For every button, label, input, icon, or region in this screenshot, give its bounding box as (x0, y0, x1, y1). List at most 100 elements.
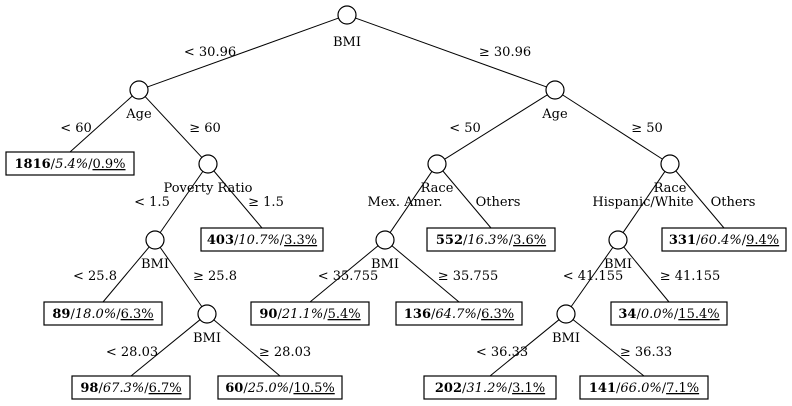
leaf-text-leaf_89: 89/18.0%/6.3% (52, 307, 153, 322)
leaf-text-leaf_90: 90/21.1%/5.4% (259, 307, 360, 322)
node-circle-bmi_a (145, 230, 165, 250)
leaf-separator: / (431, 307, 436, 322)
node-circle-race_r (660, 154, 680, 174)
node-circle-race_l (427, 154, 447, 174)
leaf-count: 90 (259, 307, 277, 322)
leaf-rate: 9.4% (746, 233, 779, 248)
node-circle-age_r (545, 80, 565, 100)
leaf-separator: / (462, 381, 467, 396)
edge-label-e_agel_l: < 60 (60, 121, 92, 136)
edges-layer (69, 17, 725, 377)
leaf-box-leaf_34 (610, 301, 728, 326)
leaf-percent: 18.0% (75, 307, 116, 322)
leaf-separator: / (477, 307, 482, 322)
edge-label-e_ager_l: < 50 (449, 121, 481, 136)
leaf-rate: 7.1% (666, 381, 699, 396)
leaf-percent: 66.0% (620, 381, 661, 396)
edge-line-e_ager_l (444, 94, 548, 160)
leaf-separator: / (51, 157, 56, 172)
leaf-text-leaf_60: 60/25.0%/10.5% (225, 381, 335, 396)
leaf-separator: / (144, 381, 149, 396)
leaf-box-leaf_552 (426, 227, 556, 252)
leaf-box-leaf_141 (579, 375, 709, 400)
leaf-box-leaf_136 (395, 301, 523, 326)
edge-label-e_bmid_l: < 41.155 (563, 269, 624, 284)
leaf-box-leaf_202 (423, 375, 557, 400)
edge-label-e_pov_l: < 1.5 (134, 195, 170, 210)
edge-label-e_bmib_r: ≥ 28.03 (259, 345, 311, 360)
edge-label-e_racer_r: Others (711, 195, 756, 210)
leaf-box-leaf_331 (661, 227, 787, 252)
leaf-percent: 21.1% (281, 307, 323, 322)
leaves-layer: 1816/5.4%/0.9%403/10.7%/3.3%89/18.0%/6.3… (5, 151, 787, 400)
leaf-separator: / (88, 157, 93, 172)
edge-line-e_bmia_l (102, 246, 150, 303)
edge-label-e_racel_r: Others (476, 195, 521, 210)
node-circle-bmi_b (197, 304, 217, 324)
edge-label-e_bmie_r: ≥ 36.33 (620, 345, 672, 360)
leaf-separator: / (289, 381, 294, 396)
edge-label-e_pov_r: ≥ 1.5 (248, 195, 284, 210)
leaf-percent: 60.4% (700, 233, 741, 248)
edge-line-e_racer_r (675, 170, 725, 229)
node-label-bmi_d: BMI (604, 257, 632, 272)
edge-line-e_pov_r (213, 170, 263, 229)
leaf-percent: 31.2% (466, 381, 507, 396)
leaf-text-leaf_331: 331/60.4%/9.4% (669, 233, 779, 248)
leaf-rate: 3.1% (512, 381, 545, 396)
node-label-bmi_c: BMI (371, 257, 399, 272)
node-circle-bmi_e (556, 304, 576, 324)
leaf-count: 98 (80, 381, 98, 396)
leaf-percent: 16.3% (467, 233, 508, 248)
leaf-separator: / (280, 233, 285, 248)
node-circle-age_l (129, 80, 149, 100)
node-label-age_l: Age (125, 107, 152, 122)
edge-label-e_bmid_r: ≥ 41.155 (660, 269, 721, 284)
leaf-box-leaf_403 (200, 227, 324, 252)
node-label-age_r: Age (541, 107, 568, 122)
edge-line-e_bmic_r (391, 245, 460, 303)
edge-line-e_bmie_r (572, 319, 645, 377)
leaf-separator: / (98, 381, 103, 396)
edge-label-e_racel_l: Mex. Amer. (368, 195, 443, 210)
node-label-bmi_b: BMI (193, 331, 221, 346)
node-label-race_r: Race (654, 181, 687, 196)
edge-line-e_ager_r (562, 94, 663, 160)
leaf-separator: / (70, 307, 75, 322)
leaf-separator: / (116, 307, 121, 322)
edge-line-e_bmid_l (570, 247, 614, 307)
leaf-box-leaf_89 (43, 301, 163, 326)
leaf-rate: 3.3% (284, 233, 317, 248)
leaf-count: 202 (435, 381, 462, 396)
node-label-bmi_e: BMI (552, 331, 580, 346)
leaf-percent: 10.7% (238, 233, 279, 248)
edge-line-e_bmid_r (623, 246, 670, 303)
leaf-separator: / (616, 381, 621, 396)
node-label-race_l: Race (421, 181, 454, 196)
leaf-count: 1816 (14, 157, 50, 172)
leaf-text-leaf_98: 98/67.3%/6.7% (80, 381, 181, 396)
leaf-percent: 5.4% (55, 157, 88, 172)
node-circle-bmi_d (608, 230, 628, 250)
leaf-box-leaf_90 (250, 301, 370, 326)
edge-label-e_root_l: < 30.96 (184, 45, 236, 60)
edge-line-e_bmib_l (130, 319, 201, 377)
edge-label-e_bmia_r: ≥ 25.8 (193, 269, 237, 284)
leaf-count: 60 (225, 381, 243, 396)
edge-line-e_racel_r (442, 170, 492, 229)
edge-label-e_agel_r: ≥ 60 (189, 121, 221, 136)
edge-label-e_bmia_l: < 25.8 (73, 269, 117, 284)
leaf-count: 141 (589, 381, 616, 396)
node-circle-root (337, 5, 357, 25)
edge-line-e_bmib_r (213, 319, 281, 377)
leaf-box-leaf_1816 (5, 151, 135, 176)
edge-line-e_root_r (355, 17, 547, 88)
leaf-count: 136 (404, 307, 431, 322)
edge-label-e_bmie_l: < 36.33 (476, 345, 528, 360)
leaf-separator: / (243, 381, 248, 396)
leaf-separator: / (662, 381, 667, 396)
edge-line-e_bmia_r (159, 247, 203, 307)
leaf-separator: / (463, 233, 468, 248)
